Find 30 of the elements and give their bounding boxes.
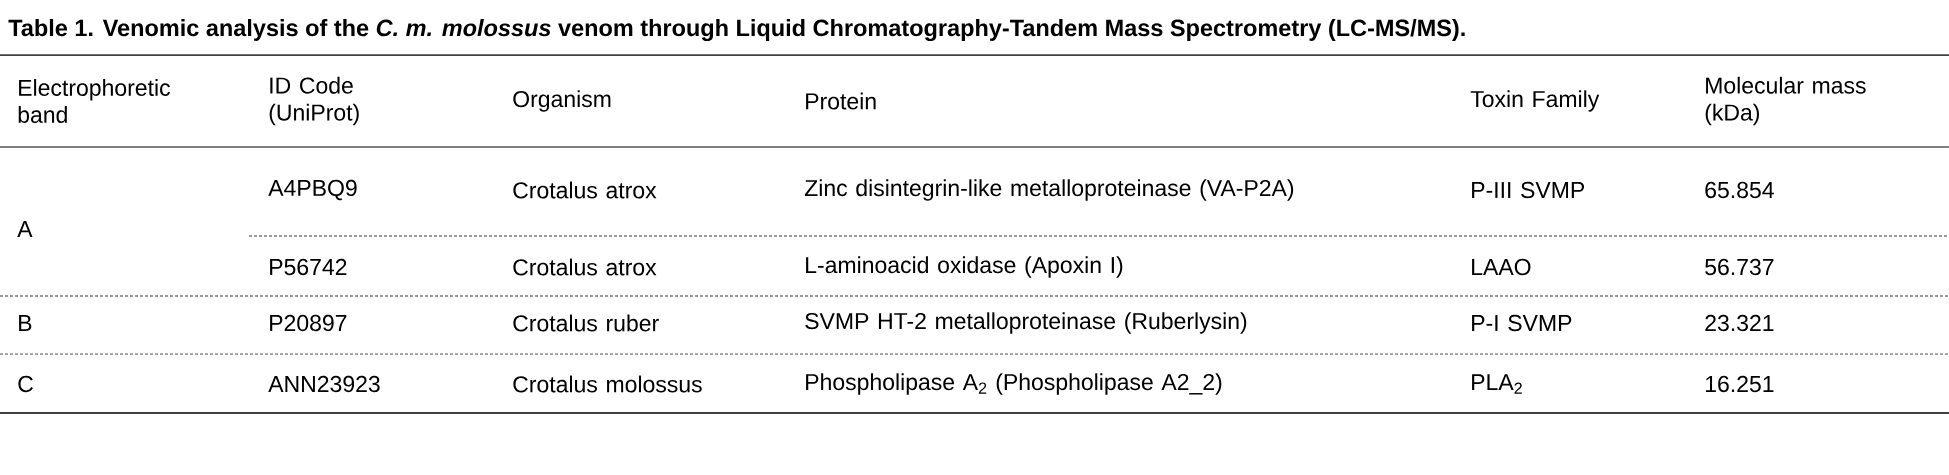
table-cell: Crotalus molossus — [513, 375, 702, 393]
table-cell: 23.321 — [1705, 314, 1774, 332]
table-cell: Crotalus ruber — [513, 314, 659, 332]
table-cell: Phospholipase A$_{2}$ (Phospholipase A2_2) — [806, 373, 1222, 395]
table-cell: L-aminoacid oxidase (Apoxin I) — [806, 256, 1123, 278]
table-cell: Crotalus atrox — [513, 258, 657, 276]
table-cell: 56.737 — [1705, 258, 1774, 276]
table-cell: ANN23923 — [268, 375, 380, 393]
column-header: Organism — [513, 90, 611, 112]
table-cell: SVMP HT-2 metalloproteinase (Ruberlysin) — [805, 312, 1247, 334]
table-cell: LAAO — [1472, 258, 1531, 276]
column-header: Electrophoretic band — [18, 79, 170, 123]
table-cell: A4PBQ9 — [268, 179, 357, 201]
table-cell: P56742 — [270, 258, 347, 276]
table-cell: PLA$_{2}$ — [1472, 374, 1522, 394]
table-cell: 65.854 — [1705, 181, 1774, 199]
table-cell: A — [17, 221, 33, 237]
column-header: Protein — [806, 92, 876, 110]
table-cell: P20897 — [270, 314, 347, 332]
table-cell: P-I SVMP — [1472, 314, 1572, 332]
table-title: Table 1. Venomic analysis of the C. m. molossus venom through Liquid Chromatography-Tandem Mass Spectrometry (LC-MS/MS). — [8, 19, 1465, 41]
table-cell: P-III SVMP — [1472, 181, 1585, 199]
column-header: ID Code (UniProt) — [269, 76, 359, 126]
table-cell: Crotalus atrox — [513, 181, 657, 199]
column-header: Toxin Family — [1470, 90, 1600, 112]
column-header: Molecular mass (kDa) — [1705, 76, 1866, 126]
table-cell: 16.251 — [1705, 375, 1774, 393]
table-cell: B — [19, 315, 32, 331]
table-cell: C — [18, 375, 33, 393]
table-cell: Zinc disintegrin-like metalloproteinase (VA-P2A) — [804, 179, 1294, 201]
